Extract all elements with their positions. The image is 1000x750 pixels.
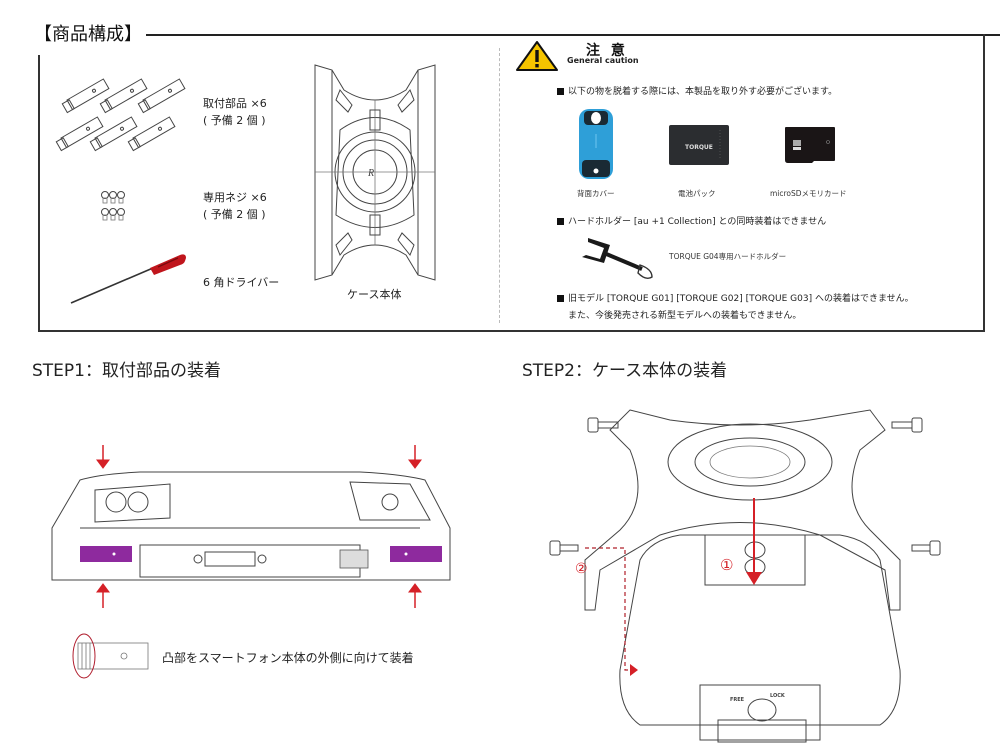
case-frame-icon [584,409,901,611]
microsd-card-image [785,127,835,163]
phone-icon [51,471,451,581]
clip-icon [55,78,186,152]
arrow-down-icon [746,498,762,585]
bullet-square-icon [557,87,564,95]
clip-orientation-illustration [72,633,149,679]
caution-note-3: 旧モデル [TORQUE G01] [TORQUE G02] [TORQUE G… [557,292,914,306]
battery-pack-image: TORQUE [669,125,729,165]
case-body-label: ケース本体 [347,288,402,301]
arrow-up-icon [96,583,422,608]
screws-note: ( 予備 2 個 ) [203,208,266,221]
caution-note-1: 以下の物を脱着する際には、本製品を取り外す必要がございます。 [557,85,837,99]
box-border-left [38,55,40,331]
mounting-parts-label: 取付部品 ×6 [203,97,267,110]
caution-note-4: また、今後発売される新型モデルへの装着もできません。 [568,311,802,321]
lock-free-label: FREE [730,697,745,703]
step2-title: STEP2：ケース本体の装着 [522,361,728,381]
screw-icon [549,417,941,556]
holder-icon [582,238,653,280]
section-title: 【商品構成】 [34,24,142,45]
screws-label: 専用ネジ ×6 [203,191,267,204]
step1-phone-illustration [51,445,451,608]
box-divider [499,48,500,323]
dashed-arrow-icon [585,547,638,676]
box-border-right [983,34,985,332]
hex-driver-label: 6 角ドライバー [203,276,280,289]
screws-illustration [101,191,125,221]
step1-instruction: 凸部をスマートフォン本体の外側に向けて装着 [162,651,414,665]
step-marker-2: ② [575,561,588,577]
hard-holder-label: TORQUE G04専用ハードホルダー [669,252,787,261]
battery-pack-label: 電池パック [678,189,716,198]
phone-icon [619,534,901,743]
step1-title: STEP1：取付部品の装着 [32,361,221,381]
hard-holder-image [582,238,653,280]
lock-lock-label: LOCK [770,693,786,699]
screwdriver-icon [70,254,186,304]
caution-note-2: ハードホルダー [au +1 Collection] との同時装着はできません [557,215,826,229]
hex-driver-illustration [70,254,186,304]
bullet-square-icon [557,294,564,302]
step2-assembly-illustration: FREE LOCK ① ② [549,409,941,743]
svg-text:R: R [367,168,374,179]
highlight-circle [72,633,96,679]
back-cover-image [579,109,613,179]
bullet-square-icon [557,217,564,225]
case-frame-icon: R [314,64,436,281]
mounting-parts-note: ( 予備 2 個 ) [203,114,266,127]
caution-subtitle: General caution [567,56,639,65]
title-rule [146,34,1000,36]
caution-title: 注 意 [586,43,628,59]
arrow-down-icon [96,445,422,469]
microsd-card-label: microSDメモリカード [770,189,847,198]
battery-brand-text: TORQUE [685,144,713,151]
back-cover-label: 背面カバー [577,189,615,198]
step-marker-1: ① [720,556,733,574]
case-body-illustration: R [314,64,436,281]
box-border-bottom [38,330,984,332]
screw-icon [101,191,125,221]
mounting-parts-illustration [55,78,186,152]
mounting-part-right [390,546,442,562]
mounting-part-left [80,546,132,562]
warning-icon [516,41,558,71]
